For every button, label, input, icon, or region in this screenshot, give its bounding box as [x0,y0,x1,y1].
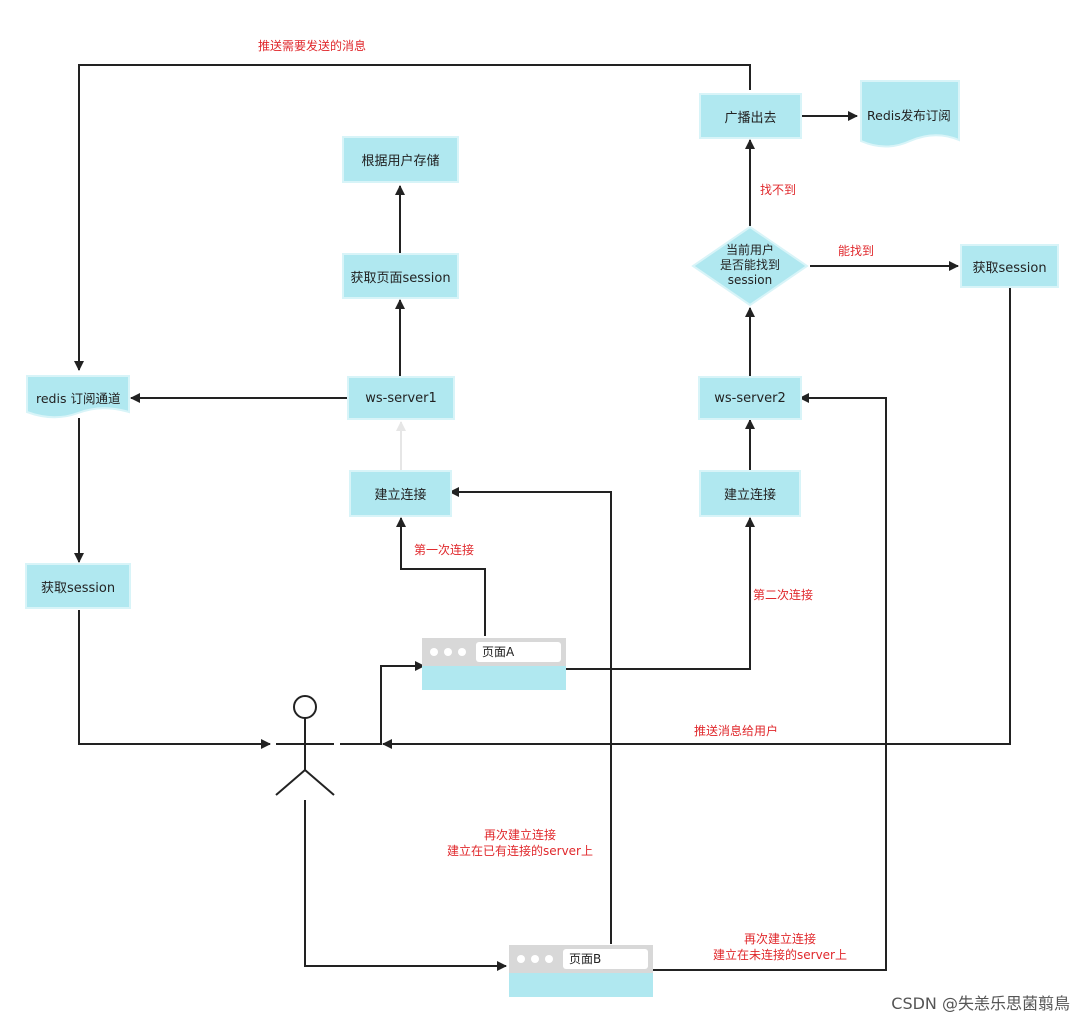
page-a-body [422,666,566,690]
label-push-message: 推送需要发送的消息 [258,39,367,53]
connect2-node: 建立连接 [699,470,801,517]
connect1-label: 建立连接 [374,488,427,503]
get-session-left-node: 获取session [25,563,131,609]
label-reconnect-existing: 再次建立连接 建立在已有连接的server上 [447,828,593,858]
edge-pagea-to-connect2 [566,517,755,670]
edge-pageb-to-connect1 [449,487,612,944]
redis-pubsub-shape [860,80,960,148]
edge-broadcast-to-redis-channel [74,64,751,371]
edge-pageb-to-server2 [652,393,887,971]
get-session-right-label: 获取session [972,260,1047,276]
edge-session-to-user [78,610,271,749]
user-stick-figure-icon [275,695,335,796]
connect2-label: 建立连接 [723,488,776,503]
redis-channel-label: redis 订阅通道 [36,391,121,406]
label-not-found: 找不到 [760,183,797,197]
label-push-to-user: 推送消息给用户 [694,724,779,738]
get-page-session-label: 获取页面session [350,270,451,286]
watermark: CSDN @失恙乐思菌翦鳥 [891,994,1070,1013]
window-dot-icon [430,648,438,656]
edge-user-to-pagea [340,661,425,745]
page-a-titlebar: 页面A [422,638,566,666]
edge-user-to-pageb [304,800,507,971]
get-session-left-label: 获取session [40,580,116,596]
page-a-window[interactable]: 页面A [422,638,566,690]
redis-pubsub-label: Redis发布订阅 [867,108,951,123]
broadcast-label: 广播出去 [724,110,777,126]
store-by-user-label: 根据用户存储 [361,154,440,169]
get-page-session-node: 获取页面session [342,253,459,299]
label-reconnect-new: 再次建立连接 建立在未连接的server上 [713,932,847,962]
window-dot-icon [458,648,466,656]
label-first-connect: 第一次连接 [414,543,475,557]
broadcast-node: 广播出去 [699,93,802,139]
label-second-connect: 第二次连接 [753,588,814,602]
edge-pagea-to-connect1 [396,517,486,636]
page-b-titlebar: 页面B [509,945,653,973]
store-by-user-node: 根据用户存储 [342,136,459,183]
edge-right-session-to-user [382,287,1011,749]
decision-diamond [691,225,809,307]
window-dot-icon [517,955,525,963]
ws-server2-label: ws-server2 [714,390,786,406]
page-b-body [509,973,653,997]
page-b-window[interactable]: 页面B [509,945,653,997]
window-dot-icon [545,955,553,963]
decision-label: 当前用户 是否能找到 session [719,243,780,287]
window-dot-icon [531,955,539,963]
page-a-title: 页面A [476,642,561,662]
get-session-right-node: 获取session [960,244,1059,288]
page-b-title: 页面B [563,949,648,969]
ws-server1-label: ws-server1 [365,390,437,406]
ws-server1-node: ws-server1 [347,376,455,420]
label-found: 能找到 [838,244,875,258]
window-dot-icon [444,648,452,656]
ws-server2-node: ws-server2 [698,376,802,420]
redis-channel-shape [26,375,130,419]
connect1-node: 建立连接 [349,470,452,517]
